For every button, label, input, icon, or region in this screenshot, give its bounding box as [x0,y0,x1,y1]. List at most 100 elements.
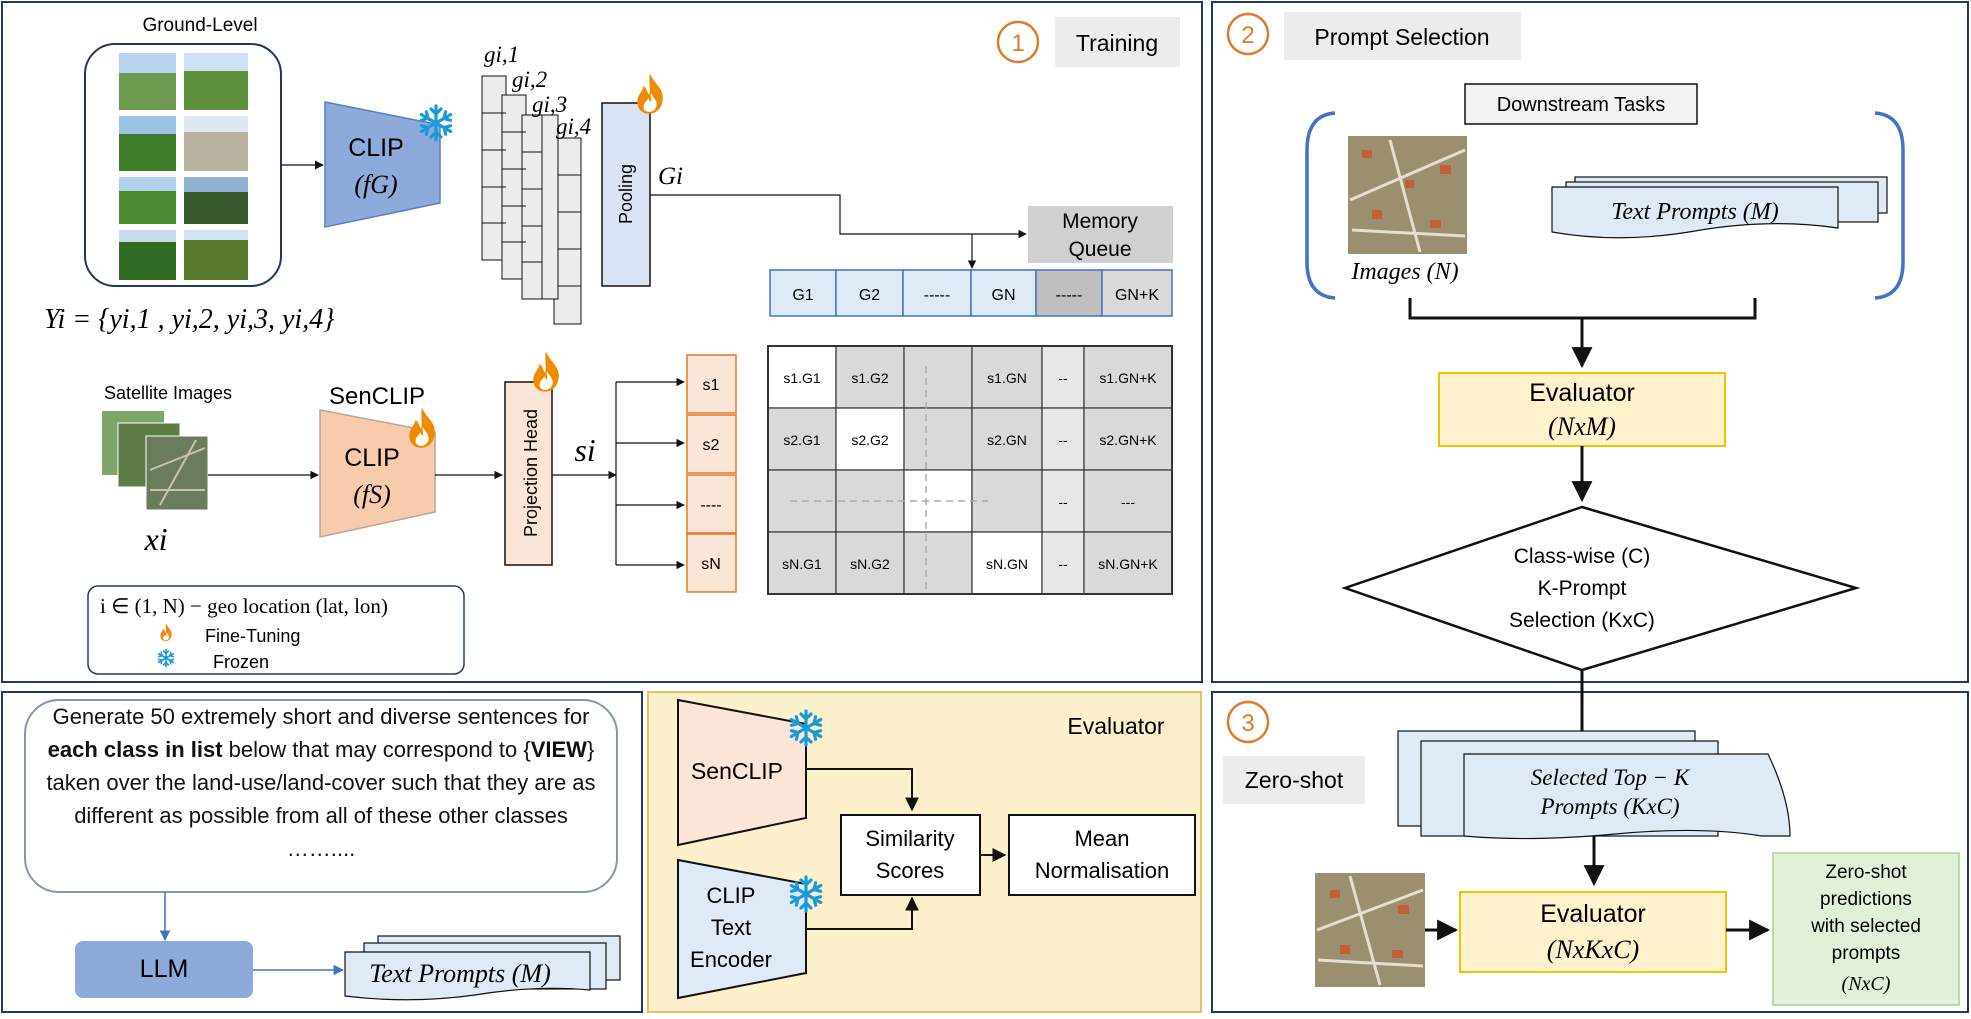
step-3-circle [1226,700,1270,744]
legend-frozen: Frozen [213,652,269,672]
matrix-cell [835,469,905,533]
ground-photo-sky [184,53,248,71]
evaluator-senclip-encoder [677,698,807,847]
matrix-cell [767,407,837,471]
matrix-cell [835,345,905,409]
matrix-cell [1083,469,1173,533]
ground-photo-sky [119,177,176,191]
arrow-senclip-to-similarity [806,768,919,812]
prediction-line-3: with selected [1810,916,1921,937]
clip-g-function: (fG) [354,170,397,199]
clip-text-line-2: Text [711,915,751,940]
evaluator-nxkxc-label: Evaluator [1540,900,1646,928]
training-title-box [1055,17,1180,67]
matrix-cell-label: -- [1058,370,1068,386]
clip-s-label: CLIP [344,444,400,472]
evaluator-nxkxc-dims: (NxKxC) [1547,935,1639,964]
queue-cell-label: GN [992,287,1016,304]
matrix-cell [835,531,905,595]
feature-label-4: gi,4 [556,114,591,139]
queue-cell-label: GN+K [1115,287,1159,304]
llm-prompt-box [24,699,618,893]
queue-cell-label: G2 [859,287,880,304]
matrix-cell-label: s2.GN+K [1099,432,1157,448]
evaluator-nxkxc-box [1459,891,1727,973]
pooling-block [601,102,651,287]
legend-box [87,585,465,675]
s-cell-label: ---- [700,497,721,514]
llm-label: LLM [140,955,189,983]
clip-s-function: (fS) [353,480,391,509]
feature-label-3: gi,3 [532,92,567,117]
y-equation: Yi = {yi,1 , yi,2, yi,3, yi,4} [44,304,334,335]
mean-line-2: Normalisation [1035,858,1170,883]
step-3-number: 3 [1241,710,1254,737]
ground-photo-sky [119,53,176,73]
clip-text-line-3: Encoder [690,947,772,972]
similarity-line-2: Scores [876,858,944,883]
matrix-cell [1083,407,1173,471]
prompt-text-bold-view: VIEW [530,737,587,762]
feature-label-1: gi,1 [484,42,519,67]
llm-box [75,941,253,998]
prediction-line-4: prompts [1832,943,1901,964]
zero-shot-title-box [1223,756,1365,804]
zero-shot-image-detail [1316,875,1424,986]
similarity-scores-box [840,814,981,896]
clip-g-encoder [324,101,441,228]
matrix-cell-label: sN.GN [986,556,1028,572]
generated-prompts-label: Text Prompts (M) [369,959,551,988]
s-cell [686,354,737,414]
evaluator-nxm-dims: (NxM) [1548,412,1616,441]
matrix-cell-label: s1.G2 [851,370,889,386]
predictions-box [1772,852,1960,1006]
right-bracket [1874,111,1905,300]
matrix-cell-label: sN.G1 [782,556,822,572]
x-label: xi [143,521,167,557]
matrix-cell [767,531,837,595]
matrix-cell [971,531,1043,595]
step-1-circle [996,20,1040,64]
zero-shot-roofs [1330,890,1409,958]
matrix-cell-label: --- [1121,494,1135,510]
prompt-selection-title-box [1284,12,1521,60]
queue-cell [1101,269,1173,317]
text-prompts-m-label: Text Prompts (M) [1611,199,1779,225]
memory-queue-label-line2: Queue [1068,238,1131,261]
matrix-cell [1041,531,1085,595]
selected-line-1: Selected Top − K [1531,765,1691,790]
s-cell-label: s2 [703,437,720,454]
evaluator-panel-title: Evaluator [1067,713,1165,739]
memory-queue-label-line1: Memory [1062,210,1138,233]
diamond-line-1: Class-wise (C) [1514,545,1651,568]
similarity-line-1: Similarity [865,826,954,851]
s-cell-label: s1 [703,377,720,394]
pooling-label: Pooling [616,164,636,224]
prompt-text-bold-class-list: each class in list [47,737,223,762]
legend-geo-line: i ∈ (1, N) − geo location (lat, lon) [100,594,388,618]
queue-cell [970,269,1037,317]
pooled-g-label: Gi [658,163,683,190]
matrix-cell-label: s2.G2 [851,432,889,448]
prediction-line-2: predictions [1820,889,1912,910]
prediction-line-1: Zero-shot [1825,862,1907,883]
evaluator-senclip-label: SenCLIP [691,758,783,784]
matrix-cell-label: sN.G2 [850,556,890,572]
diamond-line-3: Selection (KxC) [1509,609,1655,632]
ground-photo-sky [184,116,248,132]
downstream-roofs [1362,150,1451,228]
left-bracket [1305,111,1336,300]
matrix-cell-label: s1.G1 [783,370,821,386]
matrix-border [767,345,1173,595]
s-cell [686,533,737,593]
matrix-cell [1083,531,1173,595]
step-2-circle [1226,12,1270,56]
step-2-number: 2 [1241,22,1254,49]
matrix-cell-label: s1.GN+K [1099,370,1157,386]
memory-queue-box [1028,206,1173,263]
satellite-image-detail [149,439,206,506]
projection-head-label: Projection Head [521,409,541,537]
